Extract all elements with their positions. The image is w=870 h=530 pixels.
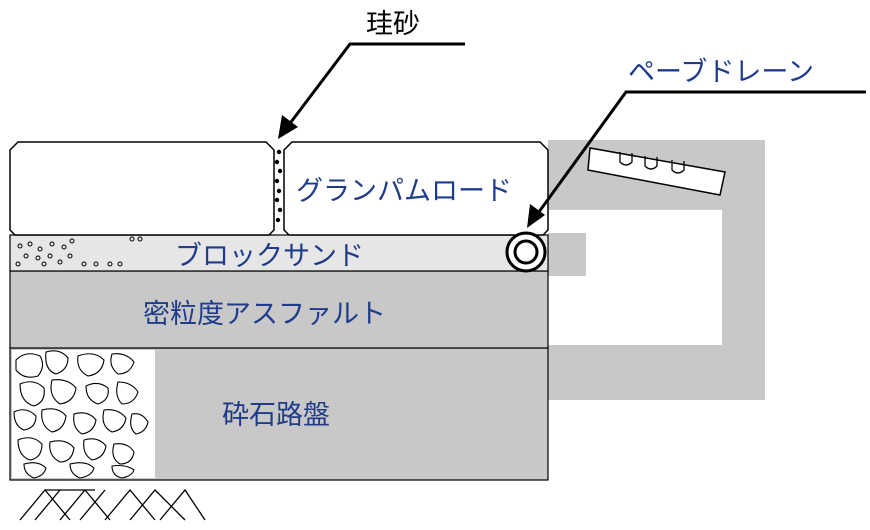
paving-block-left (9, 141, 275, 236)
subgrade-hatch (19, 488, 206, 521)
block-sand-label: ブロックサンド (175, 241, 364, 272)
crushed-stone-base-layer (9, 347, 549, 481)
silica-sand-leader (286, 42, 465, 127)
crushed-stone-base-label: 砕石路盤 (222, 400, 330, 431)
granpam-road-label: グランパムロード (296, 176, 512, 207)
paving-block-right (283, 141, 549, 236)
granpam-road-blocks (9, 141, 549, 236)
drain-grating-plate (587, 147, 726, 196)
pave-drain-label: ペーブドレーン (628, 57, 814, 88)
leader-arrowheads (278, 115, 545, 228)
silica-sand-joint (274, 149, 283, 223)
block-sand-layer (9, 234, 549, 272)
pave-drain-pipe (505, 231, 547, 273)
sand-grain-texture (15, 236, 143, 267)
pave-drain-leader (534, 90, 866, 217)
leader-lines (286, 42, 866, 217)
silica-sand-arrow-icon (278, 115, 298, 139)
silica-sand-label: 珪砂 (366, 9, 420, 40)
side-drain-structure (548, 140, 765, 400)
crushed-stone-texture (13, 350, 149, 479)
dense-asphalt-label: 密粒度アスファルト (143, 299, 386, 330)
dense-asphalt-layer (9, 270, 549, 349)
pave-drain-arrow-icon (527, 204, 545, 228)
